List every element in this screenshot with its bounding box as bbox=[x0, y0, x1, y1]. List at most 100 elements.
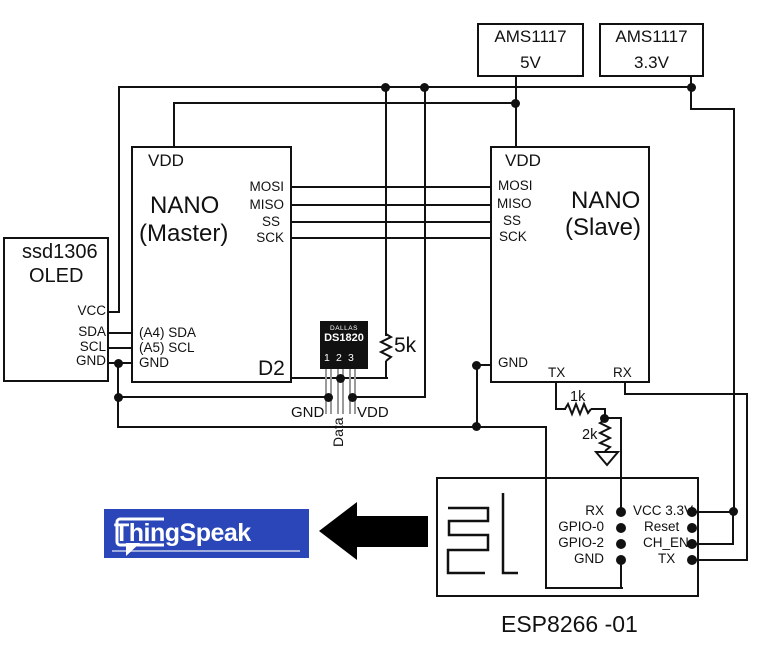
wire-sensor-vdd-link bbox=[352, 396, 426, 398]
wire-sda bbox=[109, 332, 132, 334]
wire-slave-tx-drop bbox=[555, 383, 557, 410]
wire-gnd-esp-bottom bbox=[545, 587, 623, 589]
esp-gnd-label: GND bbox=[574, 551, 604, 566]
master-miso-label: MISO bbox=[249, 197, 284, 212]
thingspeak-logo: ThingSpeak bbox=[104, 509, 309, 558]
master-vdd-label: VDD bbox=[148, 151, 184, 170]
regulator-5v-output: 5V bbox=[520, 53, 541, 72]
thingspeak-logo-text: ThingSpeak bbox=[114, 519, 251, 547]
junction-dot bbox=[687, 83, 696, 92]
ds1820-pin1-number: 1 bbox=[324, 352, 330, 364]
resistor-1k-label: 1k bbox=[570, 389, 586, 405]
esp-vcc-label: VCC 3.3V bbox=[633, 503, 694, 518]
esp-tx-pin-dot bbox=[687, 555, 697, 565]
sensor-gnd-label: GND bbox=[291, 404, 325, 421]
ds1820-pin2-lead bbox=[337, 369, 344, 414]
junction-dot bbox=[600, 414, 609, 423]
left-arrow-icon bbox=[319, 502, 428, 560]
esp-chen-label: CH_EN bbox=[643, 535, 689, 550]
wire-mosi bbox=[292, 186, 490, 188]
master-role: (Master) bbox=[139, 220, 229, 247]
wire-chen-riser bbox=[732, 511, 734, 545]
wire-esp-tx-link bbox=[691, 559, 748, 561]
logo-underline bbox=[112, 550, 300, 552]
wire-oled-vcc-riser bbox=[118, 86, 120, 313]
esp-gnd-pin-dot bbox=[616, 555, 626, 565]
slave-miso-label: MISO bbox=[497, 196, 532, 211]
junction-dot bbox=[114, 393, 123, 402]
esp-chen-pin-dot bbox=[687, 539, 697, 549]
wire-pullup-riser bbox=[385, 86, 387, 336]
slave-sck-label: SCK bbox=[499, 229, 527, 244]
wire-esp-vcc-link bbox=[691, 511, 735, 513]
junction-dot bbox=[472, 422, 481, 431]
wire-master-vdd-drop bbox=[173, 102, 175, 147]
sensor-vdd-label: VDD bbox=[357, 404, 389, 421]
esp-gpio0-label: GPIO-0 bbox=[558, 519, 604, 534]
wire-3v3-jog bbox=[690, 108, 735, 110]
wire-tx-to-1k bbox=[555, 408, 566, 410]
esp-reset-pin-dot bbox=[687, 523, 697, 533]
wire-gnd-rail-b bbox=[117, 426, 547, 428]
esp-gpio2-label: GPIO-2 bbox=[558, 535, 604, 550]
wire-gnd-esp-drop bbox=[545, 426, 547, 589]
oled-box bbox=[3, 237, 109, 382]
slave-rx-label: RX bbox=[613, 365, 632, 380]
slave-mosi-label: MOSI bbox=[498, 178, 533, 193]
junction-dot bbox=[324, 393, 333, 402]
oled-gnd-label: GND bbox=[76, 353, 106, 368]
ds1820-pin3-lead bbox=[349, 369, 356, 414]
wire-gnd-rail-a bbox=[117, 396, 329, 398]
esp-gpio0-pin-dot bbox=[616, 523, 626, 533]
wire-slave-rx-run bbox=[624, 393, 748, 395]
wire-sck bbox=[292, 237, 490, 239]
oled-line2: OLED bbox=[29, 265, 84, 287]
wire-ss bbox=[292, 221, 490, 223]
esp-caption: ESP8266 -01 bbox=[501, 611, 638, 637]
esp-tx-label: TX bbox=[658, 551, 676, 566]
master-mosi-label: MOSI bbox=[249, 179, 284, 194]
junction-dot bbox=[420, 83, 429, 92]
resistor-5k-label: 5k bbox=[394, 334, 417, 357]
esp-rx-label: RX bbox=[585, 503, 604, 518]
ds1820-chip: DALLAS DS1820 bbox=[320, 321, 368, 369]
master-sck-label: SCK bbox=[256, 230, 284, 245]
resistor-2k-label: 2k bbox=[582, 427, 598, 443]
wire-5v-reg-drop bbox=[515, 77, 517, 147]
wire-esp-rx-drop bbox=[620, 417, 622, 513]
junction-dot bbox=[511, 99, 520, 108]
resistor-5k-symbol bbox=[378, 333, 394, 362]
wire-1k-to-node bbox=[591, 408, 606, 410]
junction-dot bbox=[472, 361, 481, 370]
master-name: NANO bbox=[150, 192, 220, 219]
sensor-data-label: Data bbox=[330, 417, 346, 447]
master-d2-label: D2 bbox=[258, 357, 285, 380]
wire-gnd-esp-up bbox=[620, 559, 622, 589]
junction-dot bbox=[114, 359, 123, 368]
wire-3v3-reg-drop bbox=[690, 77, 692, 110]
oled-sda-label: SDA bbox=[78, 324, 106, 339]
ds1820-pin3-number: 3 bbox=[348, 352, 354, 364]
wire-slave-gnd-drop bbox=[476, 364, 478, 428]
wire-esp-chen-link bbox=[691, 543, 734, 545]
ds1820-pin2-number: 2 bbox=[336, 352, 342, 364]
master-ss-label: SS bbox=[261, 214, 280, 229]
wire-5v-rail bbox=[174, 102, 517, 104]
wire-slave-gnd-lead bbox=[476, 364, 490, 366]
wire-3v3-feed-esp bbox=[733, 108, 735, 513]
wire-rx-tx-riser bbox=[746, 393, 748, 561]
junction-dot bbox=[729, 507, 738, 516]
oled-scl-label: SCL bbox=[79, 339, 106, 354]
regulator-3v3-output: 3.3V bbox=[634, 53, 669, 72]
oled-line1: ssd1306 bbox=[22, 241, 98, 263]
junction-dot bbox=[348, 393, 357, 402]
wire-slave-rx-drop bbox=[624, 383, 626, 395]
junction-dot bbox=[336, 374, 345, 383]
ds1820-brand: DALLAS bbox=[330, 325, 358, 332]
esp-vcc-pin-dot bbox=[687, 507, 697, 517]
slave-name: NANO bbox=[571, 187, 641, 214]
wire-pullup-lower-lead bbox=[385, 361, 387, 379]
regulator-5v-box: AMS1117 5V bbox=[477, 23, 584, 77]
slave-vdd-label: VDD bbox=[505, 151, 541, 170]
